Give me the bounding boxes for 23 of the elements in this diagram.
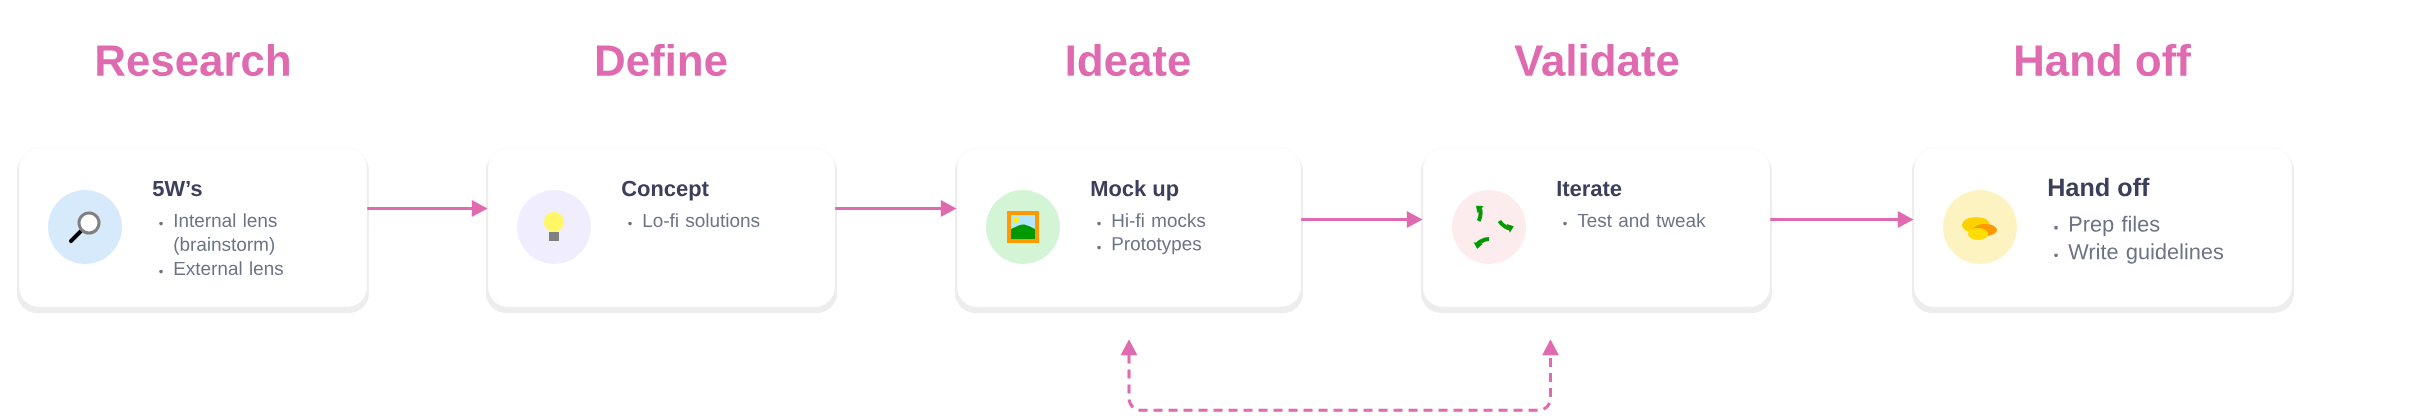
card-title: Iterate	[1557, 180, 1622, 197]
process-card	[1912, 147, 2294, 313]
bullet-item: External lens	[159, 261, 283, 276]
stage-heading: Research	[97, 43, 289, 77]
stage-heading: Hand off	[2016, 43, 2191, 77]
process-card	[486, 147, 837, 313]
process-card	[1421, 147, 1772, 313]
card-title: Mock up	[1091, 180, 1179, 201]
bullet-item: Prototypes	[1097, 237, 1201, 255]
stage-heading: Ideate	[1067, 43, 1190, 77]
bullet-item: Lo-fi solutions	[628, 213, 760, 228]
process-card	[17, 147, 369, 313]
bullet-item: Test and tweak	[1563, 213, 1706, 228]
process-card	[955, 147, 1303, 313]
bullet-item: Hi-fi mocks	[1097, 213, 1206, 228]
stage-heading: Validate	[1514, 43, 1679, 77]
bullet-item: Prep files	[2054, 215, 2160, 237]
bullet-item: Write guidelines	[2054, 243, 2224, 264]
bullet-item: Internal lens (brainstorm)	[159, 213, 277, 255]
stage-heading: Define	[596, 43, 727, 77]
card-title: Concept	[622, 180, 709, 201]
card-title: 5W’s	[152, 180, 202, 197]
card-title: Hand off	[2048, 177, 2150, 197]
